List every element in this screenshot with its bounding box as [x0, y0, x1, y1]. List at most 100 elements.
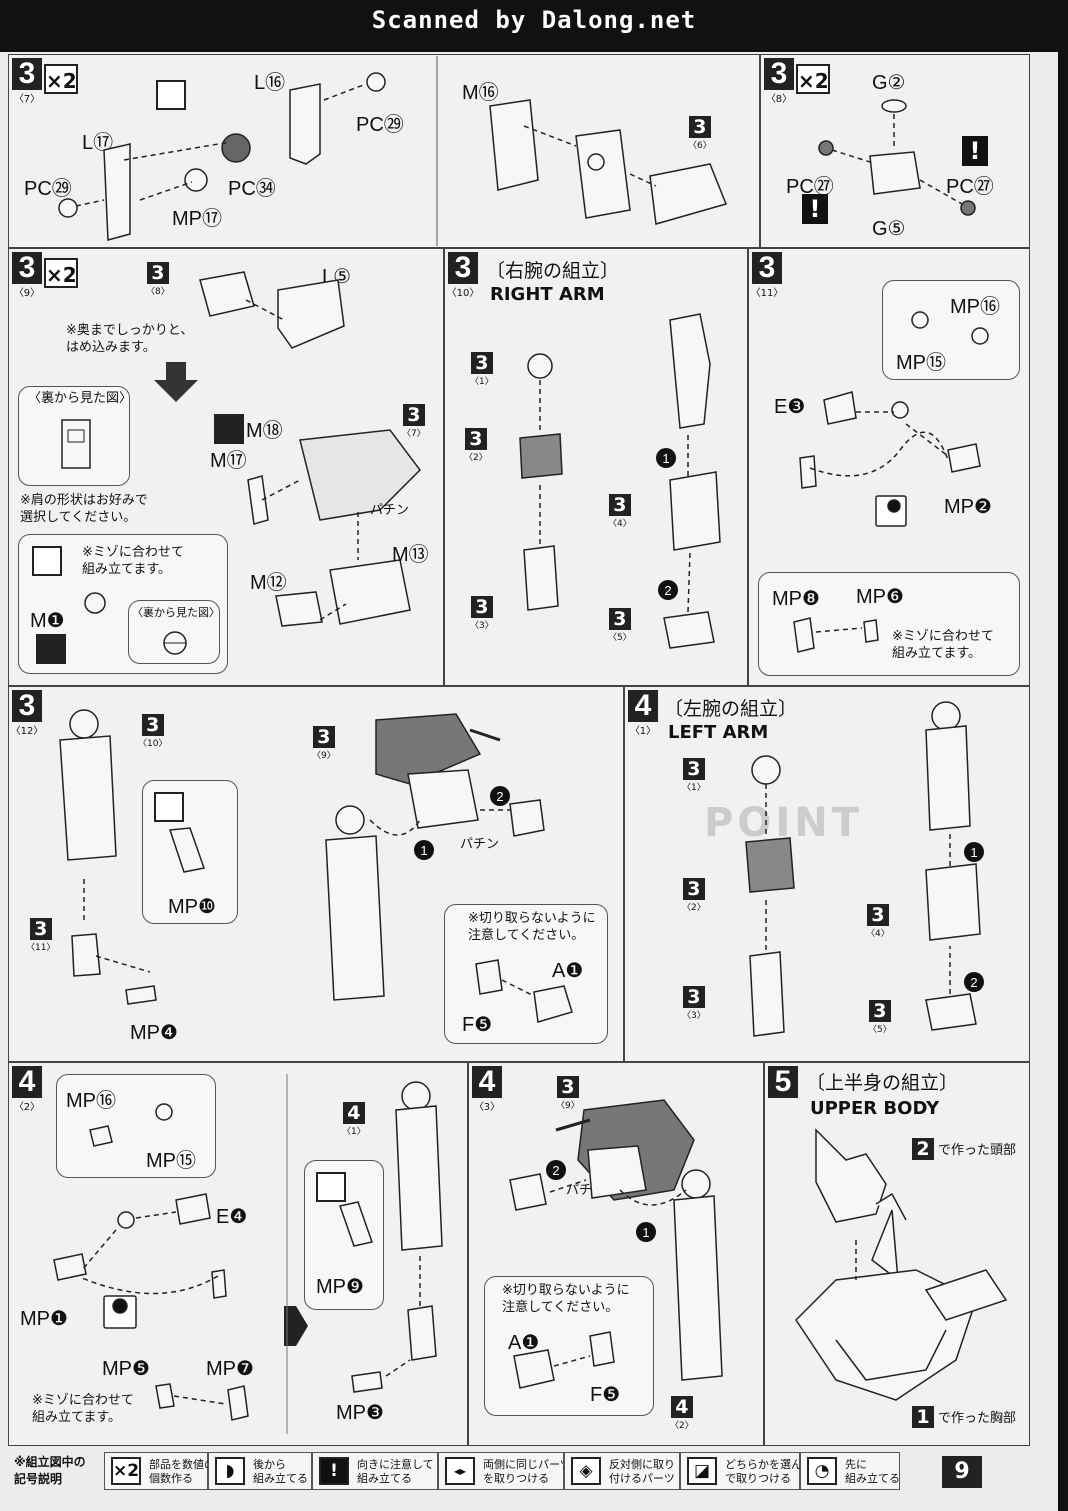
ref-step: 3〈11〉	[26, 918, 56, 953]
shoulder-block-drawing	[489, 99, 728, 225]
sub-assembly-box	[56, 1074, 216, 1178]
svg-text:1: 1	[662, 451, 669, 466]
ref-step: 3〈2〉	[464, 428, 488, 463]
part-label: M⑫	[250, 572, 287, 594]
build-later-icon: ◗	[215, 1457, 245, 1485]
svg-text:2: 2	[552, 1163, 559, 1178]
part-label: F❺	[462, 1014, 493, 1036]
ref-step: 3 〈7〉	[402, 404, 426, 439]
rear-view-box	[18, 386, 130, 486]
part-label: MP❶	[20, 1308, 68, 1330]
ref-step: 3 〈8〉	[146, 262, 170, 297]
part-label: MP❷	[944, 496, 992, 518]
ref-step: 3〈9〉	[312, 726, 336, 761]
ref-step: 3〈1〉	[470, 352, 494, 387]
divider-line	[436, 56, 438, 246]
right-edge-bar	[1058, 0, 1068, 1511]
part-label: M⑯	[462, 82, 499, 104]
chest-caption: で作った胸部	[938, 1411, 1017, 1426]
svg-text:2: 2	[496, 789, 503, 804]
left-arm-drawing: 1 2	[745, 701, 984, 1037]
section-title: 〔上半身の組立〕	[806, 1072, 959, 1094]
multiply-badge: ×2	[44, 64, 78, 94]
part-label: MP❸	[336, 1402, 384, 1424]
wrist-part-drawing	[793, 617, 879, 653]
note-text: ※切り取らないように 注意してください。	[502, 1283, 630, 1315]
part-label: M⑰	[210, 450, 247, 472]
note-text: ※肩の形状はお好みで 選択してください。	[20, 493, 148, 525]
legend-build-later: ◗ 後から 組み立てる	[208, 1452, 312, 1490]
part-label: F❺	[590, 1384, 621, 1406]
part-label: MP❿	[168, 896, 216, 918]
choose-one-icon	[154, 792, 184, 822]
legend-caution: ! 向きに注意して 組み立てる	[312, 1452, 438, 1490]
multiply-badge: ×2	[44, 258, 78, 288]
ref-step: 3 〈6〉	[688, 116, 712, 151]
snap-text: パチン	[460, 837, 500, 852]
joint-block-drawing	[818, 99, 976, 216]
note-text: ※ミゾに合わせて 組み立てます。	[892, 629, 994, 661]
arrow-right-block	[284, 1306, 308, 1346]
step-badge: 3 〈8〉	[764, 57, 794, 105]
arm-assembly-drawing: 1 2	[59, 709, 545, 1005]
ref-step: 3〈4〉	[608, 494, 632, 529]
part-label: MP⑮	[896, 352, 946, 374]
build-first-icon: ◔	[807, 1457, 837, 1485]
swap-icon	[214, 414, 244, 444]
part-label: PC㉗	[946, 176, 994, 198]
section-title: 〔右腕の組立〕	[486, 260, 620, 282]
note-text: ※ミゾに合わせて 組み立てます。	[32, 1393, 134, 1425]
part-label: A❶	[552, 960, 584, 982]
down-arrow	[154, 362, 198, 402]
pin-rear-drawing	[163, 631, 187, 655]
ref-step: 1	[912, 1406, 934, 1428]
caution-box	[444, 904, 608, 1044]
section-title-en: RIGHT ARM	[490, 284, 605, 305]
note-text: ※ミゾに合わせて 組み立てます。	[82, 545, 184, 577]
runner-gate-drawing	[475, 959, 573, 1023]
svg-text:1: 1	[420, 843, 427, 858]
step-badge: 3 〈10〉	[446, 251, 480, 300]
part-label: MP⑮	[146, 1150, 196, 1172]
step-badge: 5	[768, 1066, 798, 1098]
svg-text:2: 2	[664, 583, 671, 598]
ref-step: 3〈1〉	[682, 758, 706, 793]
shoulder-parts-drawing	[58, 72, 386, 241]
pin-drawing	[84, 592, 106, 614]
part-label: MP❻	[856, 586, 904, 608]
part-label: E❹	[216, 1206, 248, 1228]
swap-icon: ◈	[571, 1457, 601, 1485]
note-text: ※切り取らないように 注意してください。	[468, 911, 596, 943]
part-label: PC㉙	[356, 114, 404, 136]
build-later-icon	[156, 80, 186, 110]
part-label: MP❺	[102, 1358, 150, 1380]
ref-step: 3〈5〉	[608, 608, 632, 643]
svg-text:2: 2	[970, 975, 977, 990]
ref-step: 4〈2〉	[670, 1396, 694, 1431]
part-label: MP❼	[206, 1358, 254, 1380]
right-arm-drawing: 1 2	[519, 313, 721, 649]
part-label: MP⑰	[172, 208, 222, 230]
top-bar	[0, 0, 1068, 52]
snap-text: パチン	[370, 503, 410, 518]
part-label: PC㉙	[24, 178, 72, 200]
part-label: M⑬	[392, 544, 429, 566]
scan-credit: Scanned by Dalong.net	[371, 6, 697, 34]
legend-build-first: ◔ 先に 組み立てる	[800, 1452, 900, 1490]
svg-text:1: 1	[642, 1225, 649, 1240]
part-label: MP❹	[130, 1022, 178, 1044]
legend-both-sides: ◂▸ 両側に同じパーツ を取りつける	[438, 1452, 571, 1490]
caution-icon: !	[962, 136, 988, 166]
step-badge: 3 〈11〉	[750, 251, 784, 300]
runner-gate-drawing	[513, 1331, 615, 1389]
caution-icon: !	[802, 194, 828, 224]
caution-box	[484, 1276, 654, 1416]
shoulder-armor-drawing	[247, 429, 421, 627]
part-label: A❶	[508, 1332, 540, 1354]
divider-line	[286, 1074, 288, 1434]
multiply-badge: ×2	[796, 64, 830, 94]
ref-step: 3〈2〉	[682, 878, 706, 913]
ref-step: 3〈3〉	[470, 596, 494, 631]
note-text: ※奥までしっかりと、 はめ込みます。	[66, 323, 194, 355]
left-arm-assembly-drawing: 2 1	[509, 1099, 723, 1381]
